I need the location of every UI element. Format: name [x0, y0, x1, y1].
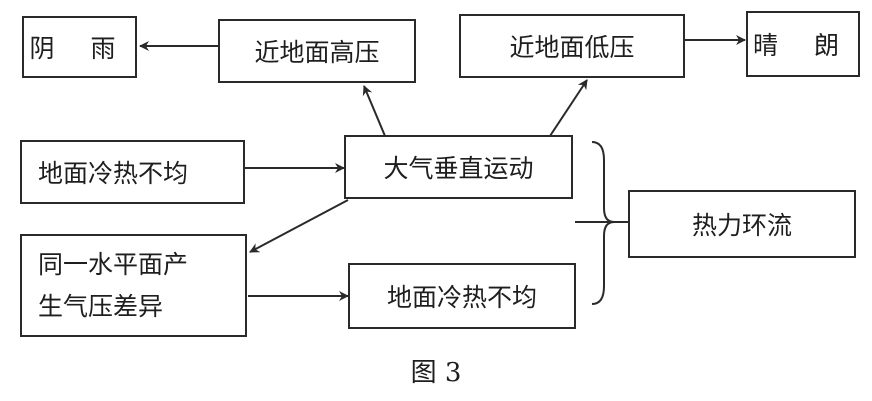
- figure-caption: 图 3: [410, 358, 462, 388]
- node-da-qi: 大气垂直运动: [344, 135, 573, 199]
- arrow-vertical-to-pressure: [249, 199, 349, 253]
- node-tong-yi-line1: 同一水平面产: [38, 249, 189, 279]
- node-tong-yi: 同一水平面产 生气压差异: [20, 234, 247, 337]
- node-jin-gao: 近地面高压: [218, 19, 416, 83]
- node-re-li: 热力环流: [628, 190, 856, 258]
- node-di-mian-1: 地面冷热不均: [20, 140, 245, 204]
- node-jin-di: 近地面低压: [459, 14, 685, 78]
- node-di-mian-2: 地面冷热不均: [348, 263, 576, 329]
- arrow-vertical-to-low: [549, 79, 588, 137]
- node-qing-lang: 晴 朗: [746, 11, 860, 77]
- node-yin-yu: 阴 雨: [22, 16, 137, 78]
- node-tong-yi-line2: 生气压差异: [38, 291, 164, 321]
- arrow-vertical-to-high: [362, 85, 386, 137]
